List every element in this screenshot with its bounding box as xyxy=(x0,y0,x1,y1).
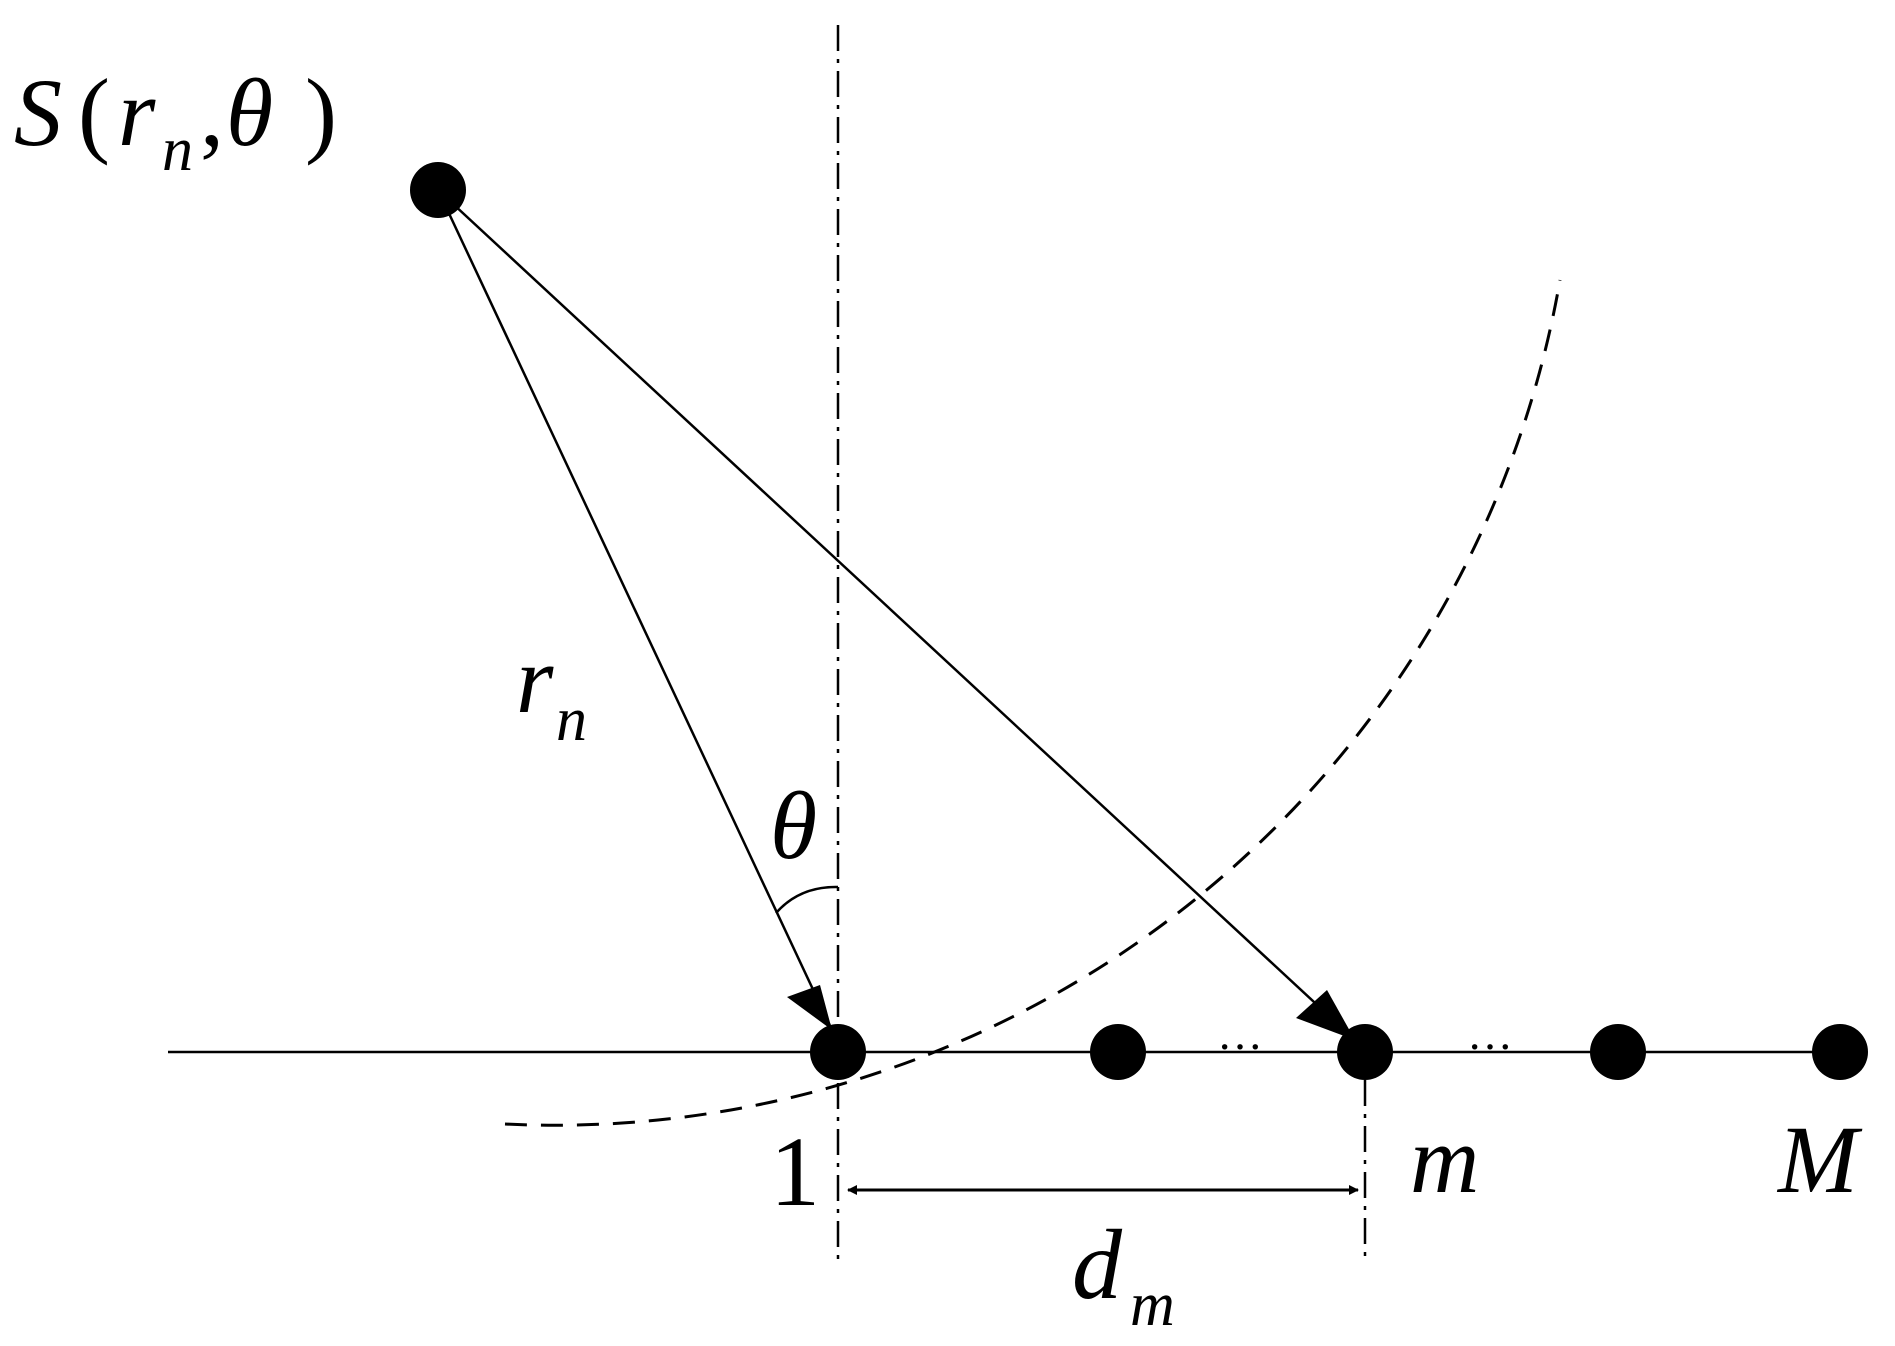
element-label-M: M xyxy=(1776,1106,1863,1213)
ray-to-element-1-arrowhead xyxy=(787,985,832,1030)
distance-label-r: r xyxy=(516,626,554,733)
array-element-2 xyxy=(1090,1024,1146,1080)
element-label-m: m xyxy=(1410,1106,1479,1213)
source-label-comma: , xyxy=(200,59,224,166)
distance-label-subscript: n xyxy=(556,686,587,754)
ellipsis-right: ··· xyxy=(1467,1021,1513,1072)
spacing-label-subscript: m xyxy=(1130,1271,1175,1339)
ray-to-element-1 xyxy=(436,189,834,1031)
source-label-open-paren: ( xyxy=(78,59,110,166)
array-element-m-plus xyxy=(1590,1024,1646,1080)
element-label-1: 1 xyxy=(770,1116,820,1227)
source-label-theta: θ xyxy=(226,59,273,166)
source-label: S ( r n , θ ) xyxy=(14,59,337,184)
angle-label: θ xyxy=(770,772,817,879)
wavefront-arc xyxy=(504,279,1562,1127)
ray-to-element-m xyxy=(437,189,1356,1041)
array-element-M xyxy=(1812,1024,1868,1080)
distance-label: r n xyxy=(516,626,587,754)
ellipsis-left: ··· xyxy=(1217,1021,1263,1072)
array-element-1 xyxy=(810,1024,866,1080)
angle-arc xyxy=(775,885,839,914)
source-label-r-subscript: n xyxy=(162,116,193,184)
spacing-label: d m xyxy=(1072,1209,1175,1339)
ray-to-element-m-arrowhead xyxy=(1296,990,1355,1040)
source-label-s: S xyxy=(14,59,62,166)
source-label-close-paren: ) xyxy=(305,59,337,166)
array-element-m xyxy=(1337,1024,1393,1080)
spacing-label-d: d xyxy=(1072,1209,1123,1320)
source-point xyxy=(410,162,466,218)
source-label-r: r xyxy=(118,59,156,166)
